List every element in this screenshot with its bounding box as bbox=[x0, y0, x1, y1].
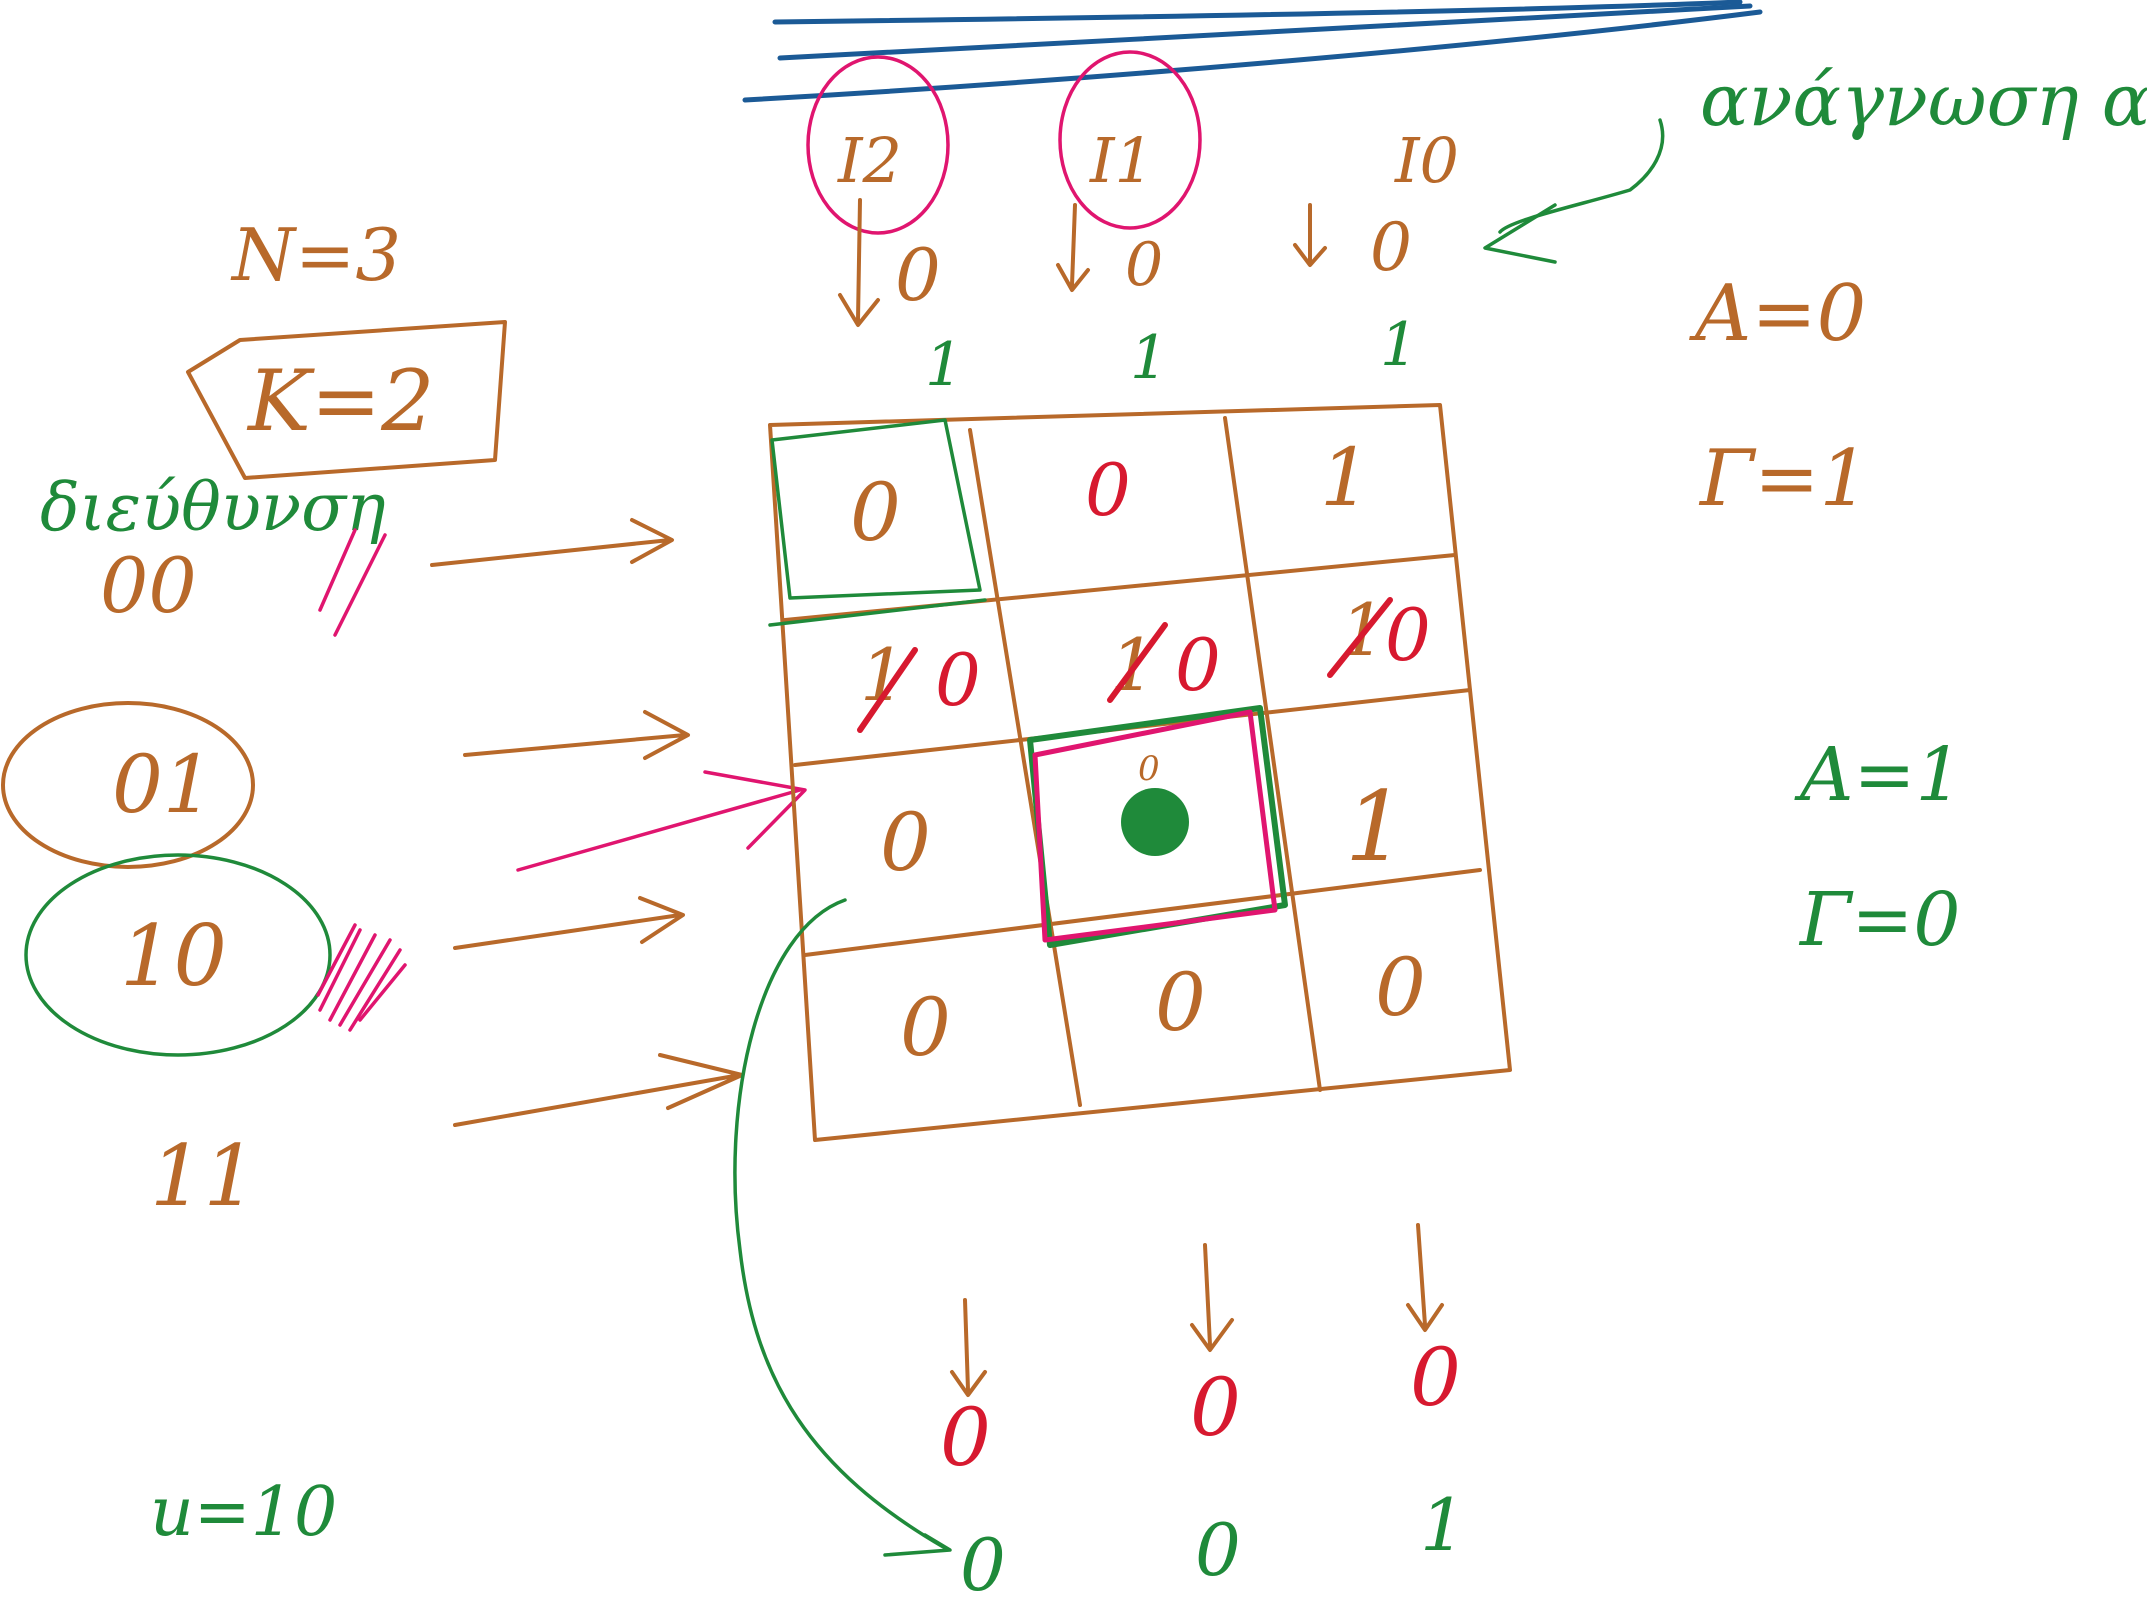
input-i2: I2 bbox=[837, 124, 902, 197]
note-bracket bbox=[1498, 118, 1665, 234]
right-a0: A=0 bbox=[1689, 269, 1866, 359]
note-arrow bbox=[1483, 203, 1557, 264]
address-01: 01 bbox=[112, 738, 214, 831]
right-a1: A=1 bbox=[1794, 732, 1963, 818]
address-10-circle bbox=[24, 853, 332, 1057]
pink-double-slash bbox=[318, 528, 387, 637]
k-label: K=2 bbox=[246, 352, 435, 450]
cell-2-0: 0 bbox=[880, 796, 931, 889]
pink-scribble bbox=[316, 923, 407, 1032]
selected-cell-dot bbox=[1121, 788, 1189, 856]
green-top-value-2: 1 bbox=[1380, 310, 1418, 380]
address-label: διεύθυνση bbox=[40, 469, 386, 546]
bottom-green-2: 1 bbox=[1420, 1483, 1466, 1567]
address-00: 00 bbox=[100, 541, 197, 630]
cell-1-0: 0 bbox=[935, 638, 981, 722]
right-g1: Γ=1 bbox=[1698, 434, 1869, 524]
cell-3-1: 0 bbox=[1155, 956, 1206, 1049]
bottom-red-1: 0 bbox=[1190, 1361, 1241, 1454]
address-10: 10 bbox=[120, 907, 227, 1005]
input-i1-value: 0 bbox=[1125, 230, 1163, 300]
row-arrows bbox=[430, 518, 807, 1127]
cell-0-2: 1 bbox=[1320, 431, 1371, 524]
k-tag-shape bbox=[186, 320, 507, 480]
note-text: ανάγνωση αυτ bbox=[1700, 58, 2147, 142]
input-i1: I1 bbox=[1089, 124, 1154, 197]
cell-3-2: 0 bbox=[1375, 941, 1426, 1034]
curve-arrow bbox=[733, 898, 952, 1557]
memory-grid bbox=[768, 403, 1512, 1142]
i2-circle bbox=[806, 55, 950, 235]
green-top-value-0: 1 bbox=[925, 330, 963, 400]
bottom-red-0: 0 bbox=[940, 1391, 991, 1484]
cell-2-1: 0 bbox=[1138, 749, 1160, 789]
cell-3-0: 0 bbox=[900, 981, 951, 1074]
bottom-red-2: 0 bbox=[1410, 1331, 1461, 1424]
bottom-green-1: 0 bbox=[1195, 1508, 1241, 1592]
cell-1-1: 0 bbox=[1175, 623, 1221, 707]
green-top-value-1: 1 bbox=[1130, 323, 1168, 393]
input-i0: I0 bbox=[1394, 124, 1459, 197]
input-i2-value: 0 bbox=[895, 233, 941, 317]
inputs-header: I2 I1 I0 0 0 0 1 1 1 bbox=[806, 50, 1459, 400]
cell-highlight-green bbox=[768, 418, 987, 627]
bottom-green-0: 0 bbox=[960, 1523, 1006, 1607]
top-blue-lines bbox=[742, 0, 1763, 103]
i1-circle bbox=[1058, 50, 1202, 230]
bottom-outputs: 0 0 0 0 0 1 bbox=[940, 1223, 1466, 1607]
right-g0: Γ=0 bbox=[1798, 877, 1960, 963]
cell-0-0: 0 bbox=[850, 466, 901, 559]
input-i0-value: 0 bbox=[1370, 209, 1412, 286]
cell-2-2: 1 bbox=[1345, 771, 1406, 883]
address-11: 11 bbox=[150, 1127, 257, 1225]
cell-1-2: 0 bbox=[1385, 593, 1431, 677]
cell-0-1: 0 bbox=[1085, 448, 1131, 532]
selected-cell-box bbox=[1027, 705, 1288, 948]
n-label: N=3 bbox=[230, 213, 401, 297]
address-01-circle bbox=[1, 701, 255, 869]
u-label: u=10 bbox=[150, 1473, 337, 1552]
